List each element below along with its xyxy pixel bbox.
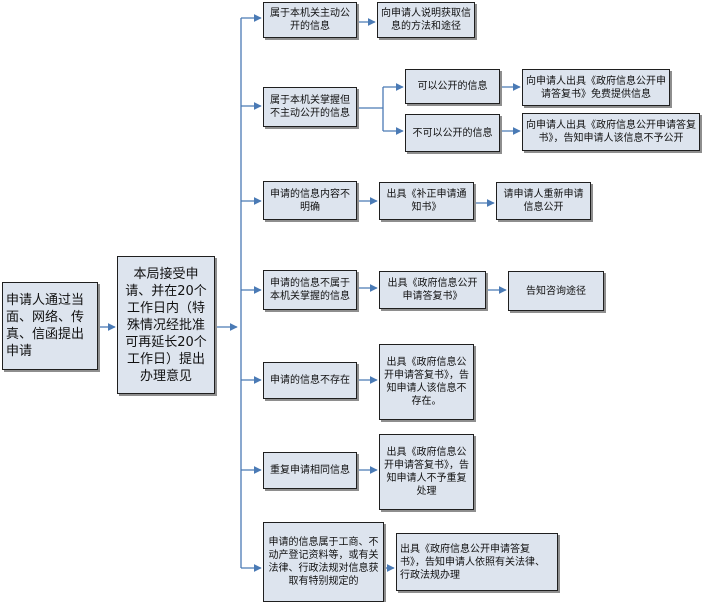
branch-4-step: 出具《政府信息公开申请答复书》	[379, 271, 486, 309]
branch-3-step: 出具《补正申请通知书》	[379, 182, 474, 220]
bureau-box: 本局接受申请、并在20个工作日内（特殊情况经批准可再延长20个工作日）提出办理意…	[117, 256, 215, 394]
branch-2-condition: 属于本机关掌握但不主动公开的信息	[263, 87, 357, 127]
branch-4-condition: 申请的信息不属于本机关掌握的信息	[263, 270, 357, 310]
branch-6-outcome: 出具《政府信息公开申请答复书》，告知申请人不予重复处理	[379, 434, 474, 510]
branch-1-outcome: 向申请人说明获取信息的方法和途径	[377, 2, 475, 38]
branch-2-sub-2-outcome: 向申请人出具《政府信息公开申请答复书》，告知申请人该信息不予公开	[522, 113, 700, 151]
branch-2-sub-2-label: 不可以公开的信息	[405, 114, 500, 152]
branch-7-condition: 申请的信息属于工商、不动产登记资料等，或有关法律、行政法规对信息获取有特别规定的	[263, 522, 384, 602]
branch-4-outcome: 告知咨询途径	[508, 271, 604, 311]
branch-1-condition: 属于本机关主动公开的信息	[263, 2, 357, 38]
branch-3-condition: 申请的信息内容不明确	[263, 181, 357, 220]
branch-6-condition: 重复申请相同信息	[263, 452, 357, 489]
branch-2-sub-1-label: 可以公开的信息	[405, 69, 500, 104]
branch-7-outcome: 出具《政府信息公开申请答复书》，告知申请人依照有关法律、行政法规办理	[396, 533, 558, 591]
applicant-box: 申请人通过当面、网络、传真、信函提出申请	[2, 282, 98, 370]
branch-5-condition: 申请的信息不存在	[263, 362, 357, 399]
branch-3-outcome: 请申请人重新申请信息公开	[496, 182, 591, 220]
branch-2-sub-1-outcome: 向申请人出具《政府信息公开申请答复书》免费提供信息	[522, 69, 670, 106]
branch-5-outcome: 出具《政府信息公开申请答复书》，告知申请人该信息不存在。	[379, 344, 474, 420]
